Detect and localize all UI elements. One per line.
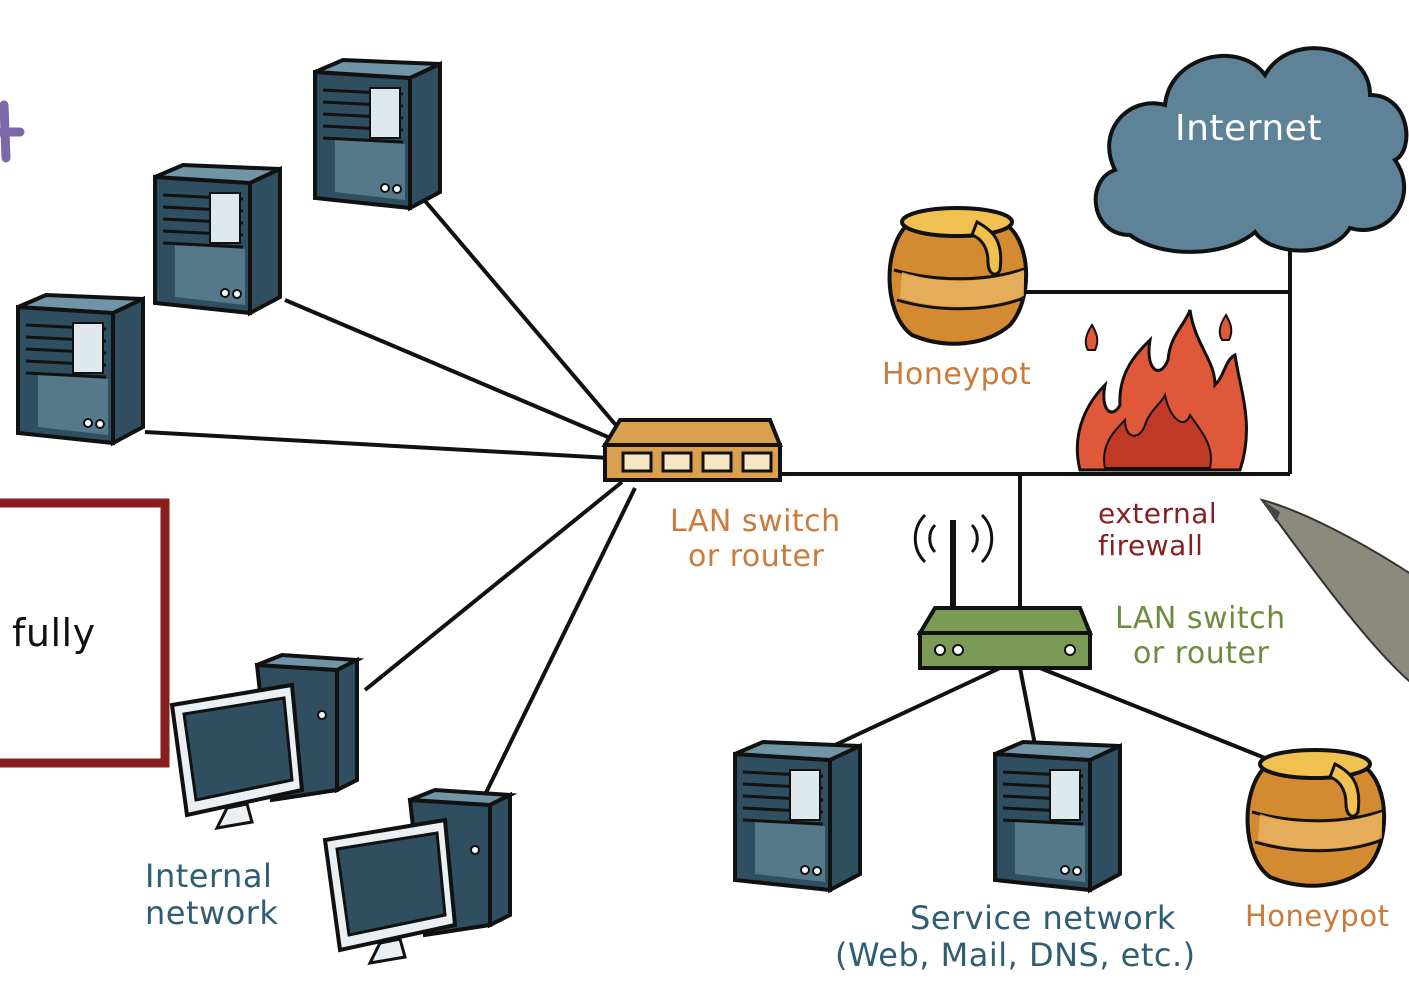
pen-icon [1259,498,1409,683]
honeypot-icon [887,206,1029,346]
link-service-web [834,666,1001,747]
lan-switch-main-line-1: LAN switch [670,504,841,539]
link-server-3 [144,430,611,460]
service-network-line-1: Service network [910,899,1176,937]
honeypot-icon [1245,748,1387,888]
lan-switch-main-label: LAN switch or router [670,504,841,574]
fully-label: fully [12,611,96,655]
internal-network-label: Internal network [145,858,278,932]
service-network-label: Service network (Web, Mail, DNS, etc.) [835,900,1196,974]
link-server-2 [284,298,616,442]
desktop-computer-icon [322,787,518,965]
external-firewall-line-1: external [1098,497,1218,530]
lan-switch-service-line-1: LAN switch [1115,601,1286,636]
server-icon [153,162,282,317]
purple-plus-icon [0,100,25,163]
external-firewall-label: external firewall [1098,497,1218,563]
server-icon [16,292,145,447]
desktop-computer-icon [169,652,365,830]
link-server-1 [418,193,622,432]
server-icon [993,739,1122,894]
wireless-router-switch-icon [916,606,1093,670]
connection-lines [144,193,1292,806]
link-service-honeypot [1039,666,1271,762]
lan-switch-main-line-2: or router [688,538,825,574]
server-icon [733,739,862,894]
firewall-flame-icon [1075,309,1248,472]
server-icon [313,57,442,212]
network-switch-icon [601,418,783,482]
lan-switch-service-line-2: or router [1133,635,1270,671]
honeypot-top-label: Honeypot [882,357,1032,392]
red-frame [0,498,170,768]
wireless-router-icon [913,513,994,615]
external-firewall-line-2: firewall [1098,529,1204,563]
internet-label: Internet [1175,108,1322,149]
internal-network-line-2: network [145,893,279,932]
link-desktop-1 [363,480,624,692]
service-network-line-2: (Web, Mail, DNS, etc.) [835,935,1196,974]
link-service-mail [1018,667,1037,746]
link-desktop-2 [478,487,637,806]
internal-network-line-1: Internal [145,857,273,895]
internet-cloud-icon [1093,46,1409,254]
honeypot-bottom-label: Honeypot [1245,899,1390,933]
lan-switch-service-label: LAN switch or router [1115,601,1286,671]
